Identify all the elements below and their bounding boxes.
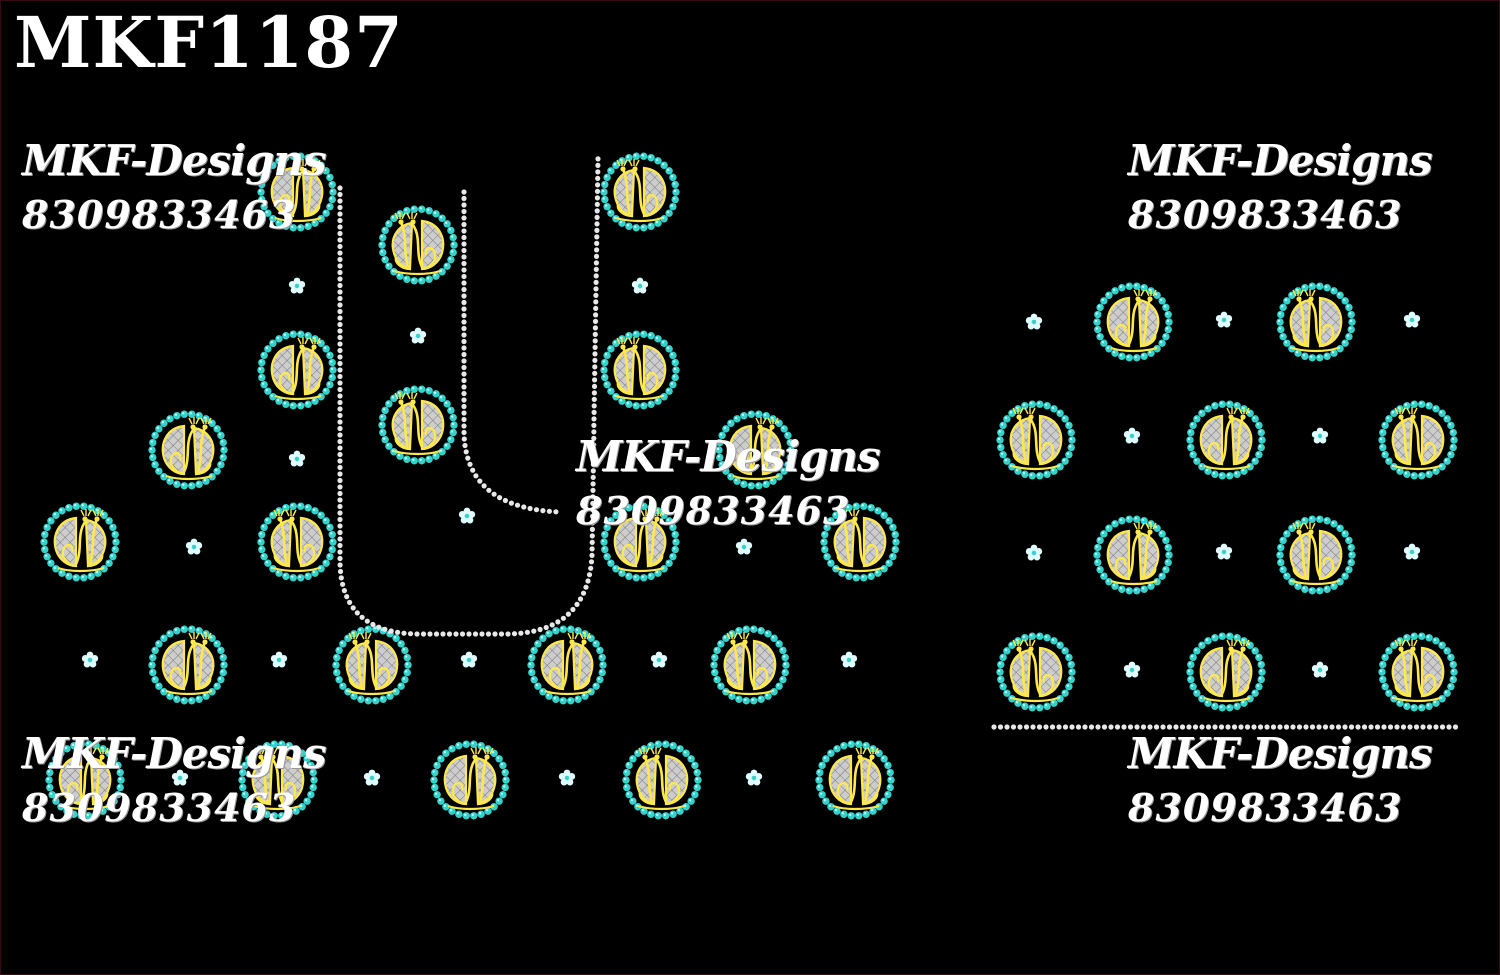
watermark-center: MKF-Designs 8309833463 [576, 432, 881, 533]
flower-sequin-icon [458, 507, 476, 524]
peacock-pair-icon [600, 330, 680, 410]
peacock-pair-icon [1186, 632, 1266, 712]
flower-sequin-icon [409, 327, 427, 344]
peacock-pair-icon [148, 410, 228, 490]
flower-sequin-icon [1403, 543, 1421, 560]
watermark-brand: MKF-Designs [576, 432, 881, 481]
flower-sequin-icon [270, 651, 288, 668]
peacock-pair-icon [715, 410, 795, 490]
bead-rings-layer [40, 152, 1458, 820]
peacock-pair-icon [1378, 632, 1458, 712]
watermark-top-left: MKF-Designs 8309833463 [22, 136, 327, 237]
peacock-pair-icon [430, 740, 510, 820]
hem-pearl-chain [991, 724, 1459, 730]
watermark-phone: 8309833463 [576, 488, 851, 533]
flower-sequin-icon [558, 769, 576, 786]
peacock-pair-icon [148, 625, 228, 705]
peacock-pair-icon [45, 740, 125, 820]
flower-sequin-icon [1311, 427, 1329, 444]
peacock-pair-icon [378, 385, 458, 465]
peacock-pair-icon [238, 740, 318, 820]
peacock-pair-icon [40, 502, 120, 582]
peacock-pair-icon [1378, 400, 1458, 480]
peacock-pair-icon [257, 502, 337, 582]
flower-sequin-icon [185, 538, 203, 555]
peacock-pair-icon [600, 152, 680, 232]
peacock-pair-icon [710, 625, 790, 705]
flower-sequin-icon [460, 651, 478, 668]
watermark-bottom-left: MKF-Designs 8309833463 [22, 729, 327, 830]
peacock-pair-icon [332, 625, 412, 705]
peacock-pair-icon [996, 400, 1076, 480]
peacock-pair-icon [996, 632, 1076, 712]
flower-sequin-icon [631, 277, 649, 294]
watermark-brand: MKF-Designs [1128, 729, 1433, 778]
peacock-pair-icon [820, 502, 900, 582]
watermark-brand: MKF-Designs [22, 729, 327, 778]
watermark-top-right: MKF-Designs 8309833463 [1128, 136, 1433, 237]
flower-sequin-icon [1123, 661, 1141, 678]
neckline-outer-chain [337, 156, 601, 637]
flower-sequin-icon [735, 538, 753, 555]
pearl-chains-layer [337, 156, 1459, 730]
watermark-phone: 8309833463 [22, 192, 297, 237]
peacock-pair-icon [257, 152, 337, 232]
watermark-brand: MKF-Designs [22, 136, 327, 185]
flower-sequin-icon [1403, 311, 1421, 328]
peacock-pair-icon [1276, 515, 1356, 595]
flower-sequin-icon [81, 651, 99, 668]
peacock-pair-icon [527, 625, 607, 705]
flower-sequin-icon [1025, 544, 1043, 561]
peacock-pair-icon [378, 205, 458, 285]
design-code-title: MKF1187 [14, 1, 404, 84]
flower-sequin-icon [288, 450, 306, 467]
flower-sequin-icon [1215, 543, 1233, 560]
flower-sequins-layer [81, 277, 1421, 786]
peacock-pair-icon [1186, 400, 1266, 480]
peacock-pair-icon [600, 502, 680, 582]
peacock-pair-icon [1276, 282, 1356, 362]
flower-sequin-icon [840, 651, 858, 668]
flower-sequin-icon [363, 769, 381, 786]
flower-sequin-icon [1123, 427, 1141, 444]
flower-sequin-icon [1025, 313, 1043, 330]
watermark-phone: 8309833463 [1128, 192, 1403, 237]
peacock-pair-icon [622, 740, 702, 820]
flower-sequin-icon [1215, 311, 1233, 328]
flower-sequin-icon [745, 769, 763, 786]
watermark-brand: MKF-Designs [1128, 136, 1433, 185]
flower-sequin-icon [1311, 661, 1329, 678]
neckline-inner-chain [461, 189, 559, 515]
watermark-phone: 8309833463 [1128, 785, 1403, 830]
flower-sequin-icon [650, 651, 668, 668]
peacock-pair-icon [1093, 282, 1173, 362]
flower-sequin-icon [171, 769, 189, 786]
watermark-phone: 8309833463 [22, 785, 297, 830]
peacock-pair-icon [1093, 515, 1173, 595]
peacock-pair-icon [815, 740, 895, 820]
flower-sequin-icon [288, 277, 306, 294]
watermark-bottom-right: MKF-Designs 8309833463 [1128, 729, 1433, 830]
peacock-pair-icon [257, 330, 337, 410]
